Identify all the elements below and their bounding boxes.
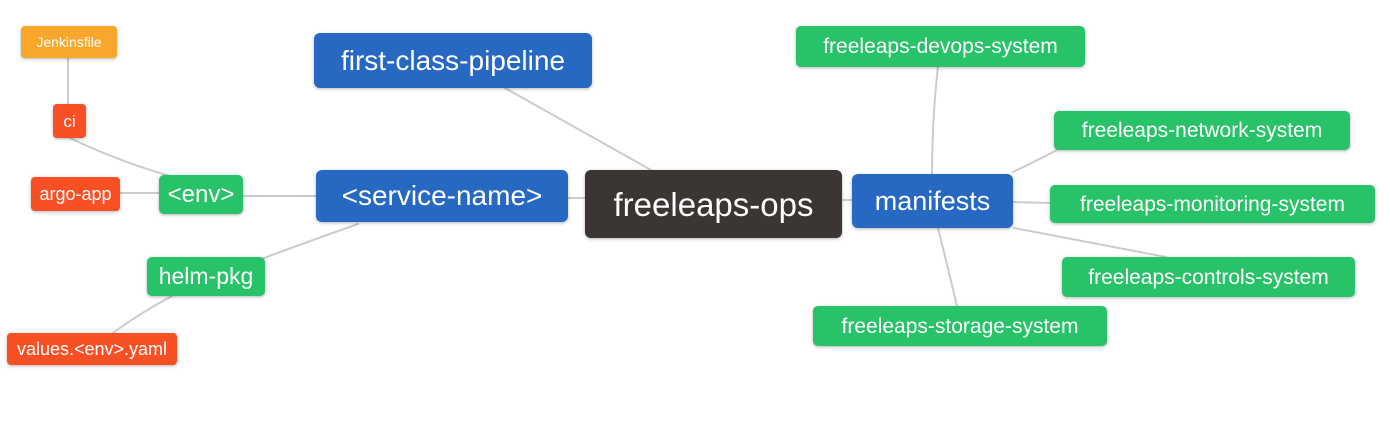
- edge-ci-env: [69, 137, 171, 177]
- node-freeleaps-controls-system[interactable]: freeleaps-controls-system: [1062, 257, 1355, 297]
- edge-service-name-helm-pkg: [263, 223, 359, 259]
- node-values-env-yaml[interactable]: values.<env>.yaml: [7, 333, 177, 365]
- edge-manifests-controls: [1013, 227, 1167, 258]
- edge-helm-pkg-values: [112, 295, 173, 334]
- node-freeleaps-network-system[interactable]: freeleaps-network-system: [1054, 111, 1350, 150]
- node-freeleaps-devops-system[interactable]: freeleaps-devops-system: [796, 26, 1085, 67]
- edge-pipeline-root: [504, 87, 652, 171]
- edge-manifests-monitoring: [1012, 201, 1052, 204]
- node-first-class-pipeline[interactable]: first-class-pipeline: [314, 33, 592, 88]
- node-helm-pkg[interactable]: helm-pkg: [147, 257, 265, 296]
- node-service-name[interactable]: <service-name>: [316, 170, 568, 222]
- edge-manifests-devops: [931, 65, 939, 175]
- node-root-freeleaps-ops[interactable]: freeleaps-ops: [585, 170, 842, 238]
- edge-manifests-storage: [937, 227, 958, 307]
- node-argo-app[interactable]: argo-app: [31, 177, 120, 211]
- node-freeleaps-monitoring-system[interactable]: freeleaps-monitoring-system: [1050, 185, 1375, 223]
- node-freeleaps-storage-system[interactable]: freeleaps-storage-system: [813, 306, 1107, 346]
- node-ci[interactable]: ci: [53, 104, 86, 138]
- node-env[interactable]: <env>: [159, 175, 243, 214]
- edge-manifests-network: [1012, 149, 1058, 173]
- node-jenkinsfile[interactable]: Jenkinsfile: [21, 26, 117, 58]
- node-manifests[interactable]: manifests: [852, 174, 1013, 228]
